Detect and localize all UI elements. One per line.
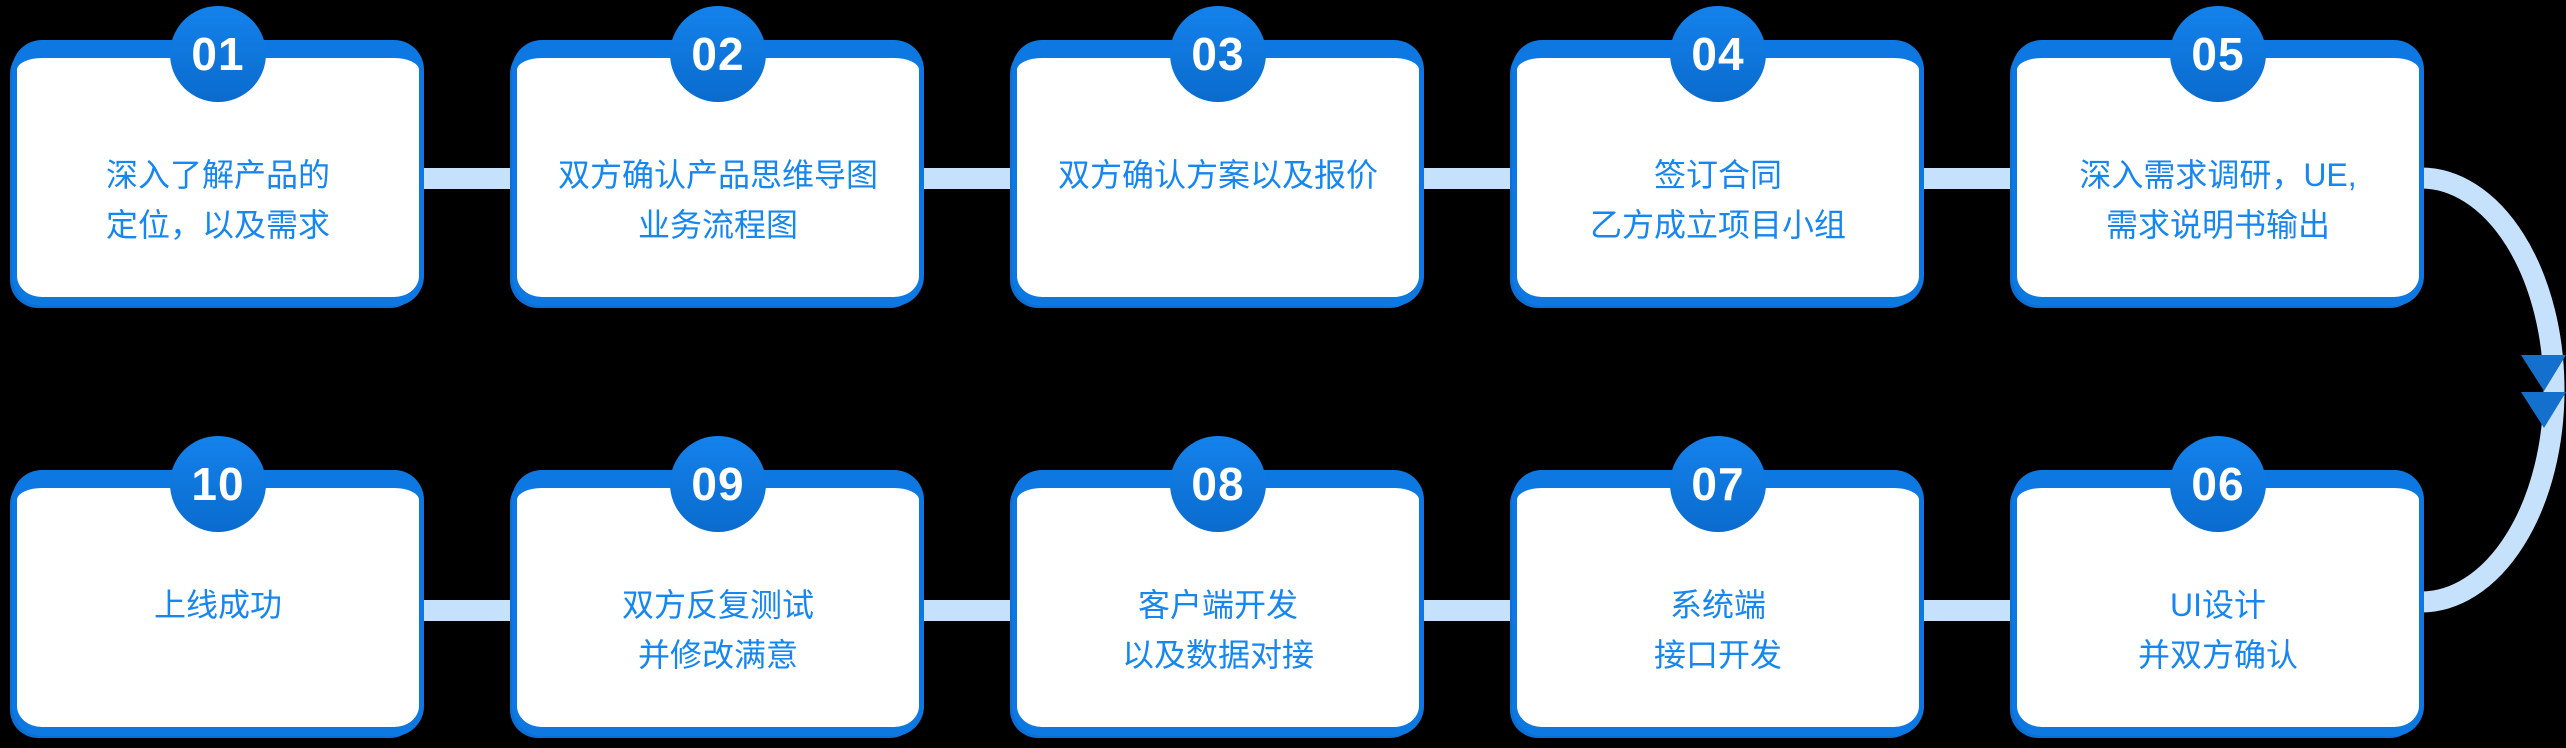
step-card-09: 09 双方反复测试 并修改满意 bbox=[512, 436, 924, 736]
connector-bar bbox=[1420, 168, 1516, 189]
step-number: 04 bbox=[1691, 28, 1745, 80]
connector-bar bbox=[420, 600, 516, 621]
step-number-badge: 06 bbox=[2170, 436, 2266, 532]
step-description: 深入需求调研，UE, 需求说明书输出 bbox=[2079, 157, 2357, 243]
connector-bar bbox=[1920, 168, 2016, 189]
step-number-badge: 01 bbox=[170, 6, 266, 102]
step-number: 01 bbox=[191, 28, 245, 80]
step-number-badge: 02 bbox=[670, 6, 766, 102]
step-description: 上线成功 bbox=[153, 587, 282, 623]
step-description: 深入了解产品的 定位，以及需求 bbox=[105, 157, 330, 243]
connector-bar bbox=[920, 600, 1016, 621]
connector-bar bbox=[1920, 600, 2016, 621]
step-number-badge: 09 bbox=[670, 436, 766, 532]
step-number-badge: 03 bbox=[1170, 6, 1266, 102]
connector-bar bbox=[1420, 600, 1516, 621]
arrow-down-icon bbox=[2521, 392, 2566, 428]
step-card-01: 01 深入了解产品的 定位，以及需求 bbox=[12, 6, 424, 306]
step-description: 客户端开发 以及数据对接 bbox=[1121, 587, 1314, 673]
step-number-badge: 07 bbox=[1670, 436, 1766, 532]
step-number: 06 bbox=[2191, 458, 2245, 510]
arrow-down-icon bbox=[2521, 355, 2566, 391]
step-number-badge: 05 bbox=[2170, 6, 2266, 102]
flow-arrow-curve bbox=[2420, 167, 2565, 613]
step-card-07: 07 系统端 接口开发 bbox=[1512, 436, 1924, 736]
step-card-06: 06 UI设计 并双方确认 bbox=[2012, 436, 2424, 736]
step-number: 10 bbox=[191, 458, 245, 510]
step-description: 系统端 接口开发 bbox=[1653, 587, 1782, 673]
step-number-badge: 10 bbox=[170, 436, 266, 532]
step-description: 双方确认方案以及报价 bbox=[1057, 157, 1378, 193]
step-number: 07 bbox=[1691, 458, 1745, 510]
connector-bar bbox=[920, 168, 1016, 189]
connector-bar bbox=[420, 168, 516, 189]
step-card-04: 04 签订合同 乙方成立项目小组 bbox=[1512, 6, 1924, 306]
step-number: 09 bbox=[691, 458, 745, 510]
step-number: 03 bbox=[1191, 28, 1245, 80]
step-number: 02 bbox=[691, 28, 745, 80]
step-card-02: 02 双方确认产品思维导图 业务流程图 bbox=[512, 6, 924, 306]
step-number: 08 bbox=[1191, 458, 1245, 510]
step-description: 双方确认产品思维导图 业务流程图 bbox=[557, 157, 878, 243]
step-description: 签订合同 乙方成立项目小组 bbox=[1589, 157, 1846, 243]
step-number-badge: 04 bbox=[1670, 6, 1766, 102]
step-description: UI设计 并双方确认 bbox=[2137, 587, 2298, 673]
step-number-badge: 08 bbox=[1170, 436, 1266, 532]
step-card-05: 05 深入需求调研，UE, 需求说明书输出 bbox=[2012, 6, 2424, 306]
step-card-03: 03 双方确认方案以及报价 bbox=[1012, 6, 1424, 306]
step-number: 05 bbox=[2191, 28, 2245, 80]
step-card-10: 10 上线成功 bbox=[12, 436, 424, 736]
step-card-08: 08 客户端开发 以及数据对接 bbox=[1012, 436, 1424, 736]
step-description: 双方反复测试 并修改满意 bbox=[621, 587, 814, 673]
